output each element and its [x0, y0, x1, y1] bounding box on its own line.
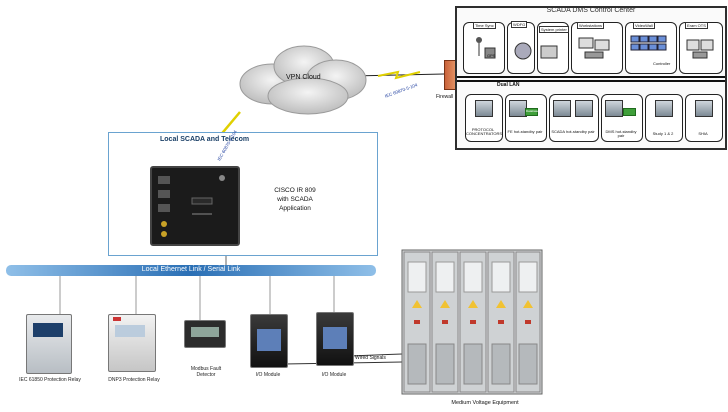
local-scada-panel [108, 132, 378, 256]
printer-tag: System printer [539, 26, 569, 33]
videowall-icon [630, 35, 667, 51]
control-center-panel: SCADA DMS Control Center Time Sync GPS W… [455, 6, 727, 150]
device-label-2: DNP3 Protection Relay [108, 377, 160, 383]
database-badge-label-2: Database [526, 109, 539, 113]
gps-label: GPS [487, 53, 496, 58]
device-label-1: IEC 61850 Protection Relay [19, 377, 81, 383]
control-center-title: SCADA DMS Control Center [546, 7, 636, 14]
server-icon-1 [475, 100, 493, 117]
time-sync-tile [463, 22, 505, 74]
server-icon-3a [553, 100, 571, 117]
dual-lan-label: Dual LAN [497, 82, 520, 88]
videowall-tag: VideoWall [633, 22, 655, 29]
device-label-4: I/O Module [255, 372, 281, 378]
router-label-line-3: Application [279, 205, 311, 212]
relay-screen-2 [115, 325, 145, 337]
cisco-router-icon [150, 166, 240, 246]
device-label-5: I/O Module [321, 372, 347, 378]
server-icon-4 [605, 100, 623, 117]
ethernet-link-bar [6, 265, 376, 276]
ots-icon [686, 39, 714, 59]
switchgear-label: Medium Voltage Equipment [451, 400, 519, 406]
router-label-line-2: with SCADA [277, 196, 313, 203]
gps-icon [476, 37, 496, 59]
workstation-icon [578, 37, 610, 59]
server-icon-3b [575, 100, 593, 117]
vpn-cloud [239, 45, 367, 115]
workstations-tag: Workstations [577, 22, 605, 29]
io-module-icon-1 [250, 314, 288, 368]
ethernet-link-label: Local Ethernet Link / Serial Link [141, 266, 241, 273]
relay-screen-1 [33, 323, 63, 337]
wired-signal-line-2 [349, 353, 403, 357]
router-ports-icon [158, 175, 225, 237]
wired-signals-label: Wired Signals [355, 355, 386, 361]
server-label-6: SHIA [698, 131, 708, 136]
server-label-5: Study 1 & 2 [652, 131, 674, 136]
device-label-3: Modbus Fault Detector [190, 366, 222, 378]
switchgear-icon [401, 249, 543, 395]
server-label-3: SCADA hot-standby pair [551, 129, 595, 134]
computer-icons [514, 42, 558, 60]
controller-label: Controller [653, 61, 671, 66]
dual-lan-line-2 [457, 80, 725, 82]
database-badge-4 [623, 108, 636, 116]
wireless-bolt-1 [377, 70, 421, 80]
vpn-cloud-label: VPN Cloud [286, 74, 321, 81]
database-badge-2: Database [525, 108, 539, 116]
io-module-face-1 [257, 329, 281, 351]
time-sync-tag: Time Sync [473, 22, 496, 29]
relay-logo-2 [113, 317, 121, 321]
io-module-face-2 [323, 327, 347, 349]
local-scada-title: Local SCADA and Telecom [160, 136, 250, 143]
dual-lan-line-1 [457, 76, 725, 78]
server-icon-6 [695, 100, 713, 117]
iec61850-relay-icon [26, 314, 72, 374]
wdfg-tag: WDFG [511, 21, 528, 28]
server-label-4: DMS hot-standby pair [605, 129, 637, 138]
firewall-label: Firewall [436, 94, 454, 100]
server-label-2: FE hot-standby pair [507, 129, 543, 134]
router-label: CISCO IR 809 with SCADA Application [260, 186, 330, 213]
dnp3-relay-icon [108, 314, 156, 372]
server-label-1: PROTOCOL CONCENTRATORS [466, 127, 503, 136]
server-icon-5 [655, 100, 673, 117]
io-module-icon-2 [316, 312, 354, 366]
detector-screen [191, 327, 219, 337]
modbus-fault-detector-icon [184, 320, 226, 348]
router-label-line-1: CISCO IR 809 [274, 187, 316, 194]
eram-ots-tag: Eram OTS [685, 22, 708, 29]
